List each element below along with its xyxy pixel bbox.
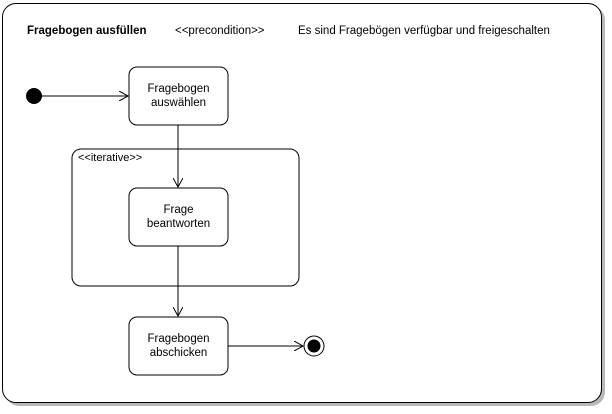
precondition-text: Es sind Fragebögen verfügbar und freiges…	[298, 25, 550, 37]
iterative-region	[71, 148, 300, 287]
initial-node	[26, 88, 42, 104]
action-answer-line1: Frage	[163, 204, 194, 216]
action-select-label: Fragebogen auswählen	[129, 67, 228, 125]
action-submit-label: Fragebogen abschicken	[129, 317, 228, 375]
diagram-frame	[2, 3, 602, 403]
action-answer-line2: beantworten	[146, 218, 211, 230]
action-select-line2: auswählen	[151, 97, 206, 109]
iterative-region-label: <<iterative>>	[78, 152, 143, 164]
activity-title: Fragebogen ausfüllen	[27, 25, 147, 37]
final-node-inner	[307, 339, 321, 353]
action-select-line1: Fragebogen	[147, 83, 210, 95]
action-answer-label: Frage beantworten	[129, 188, 228, 246]
precondition-stereotype: <<precondition>>	[175, 25, 265, 37]
action-submit-line2: abschicken	[149, 347, 208, 359]
action-submit-line1: Fragebogen	[147, 333, 210, 345]
